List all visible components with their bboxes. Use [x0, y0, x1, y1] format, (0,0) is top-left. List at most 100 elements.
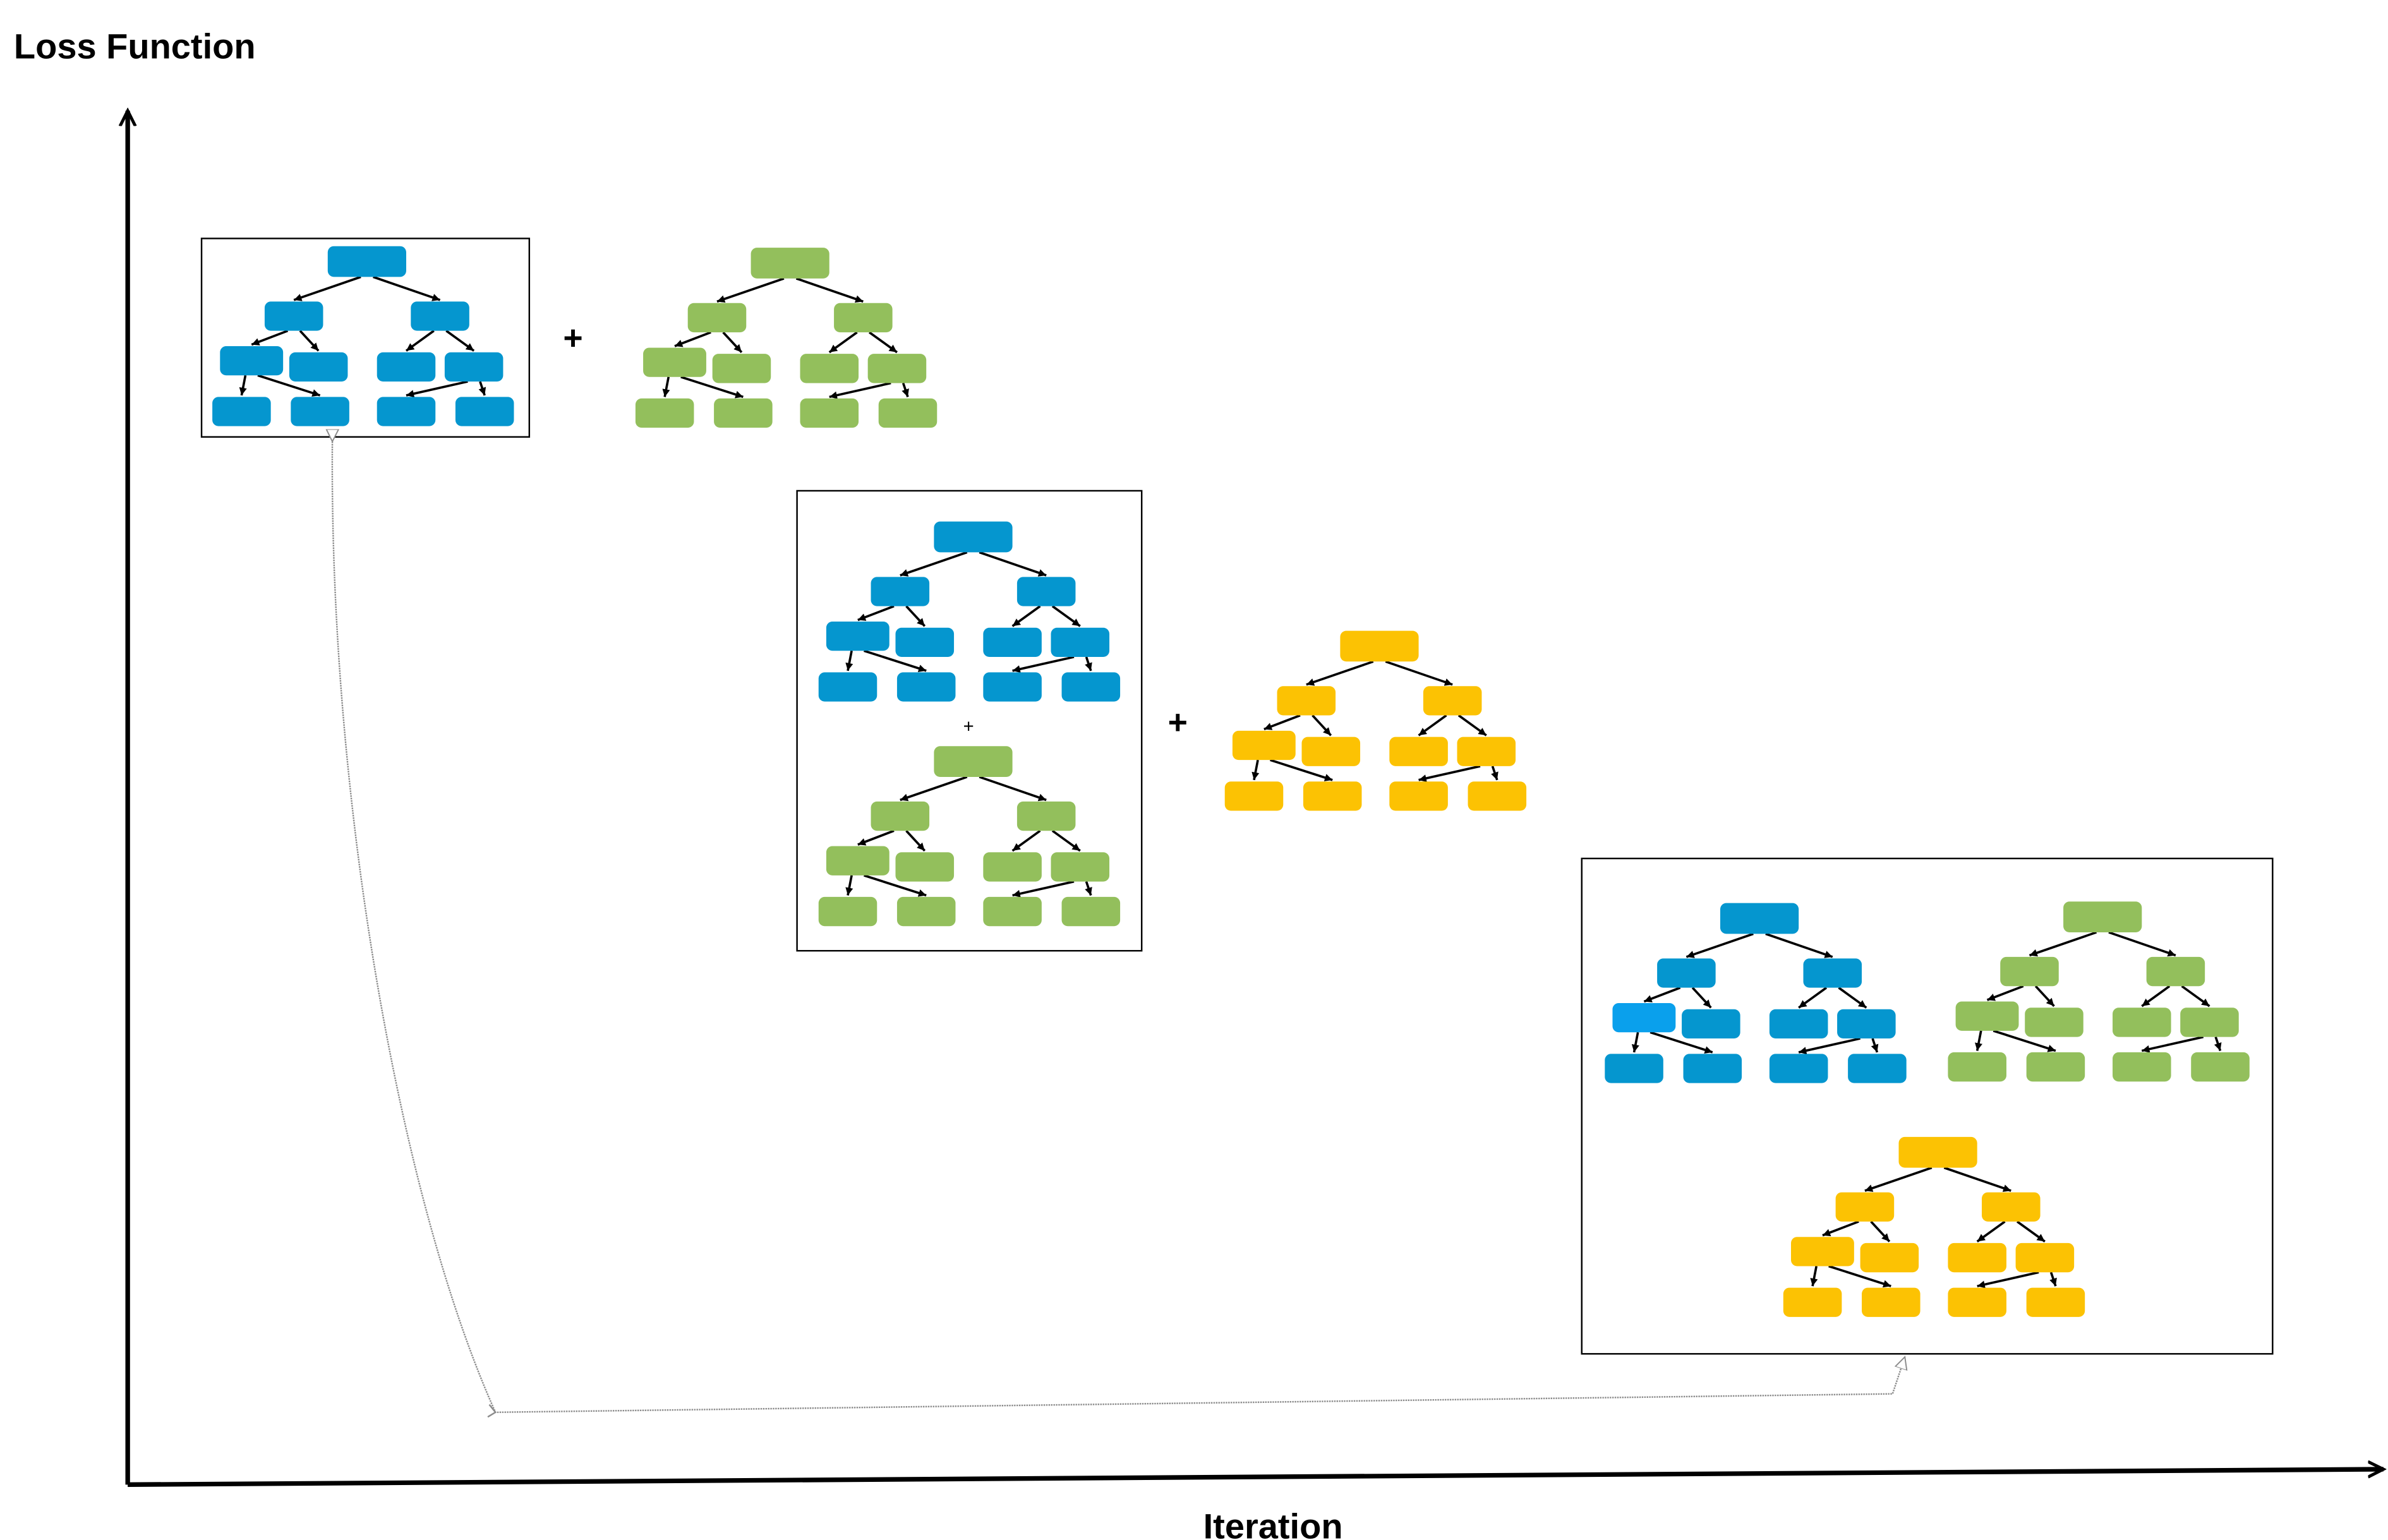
- tree-edge: [1691, 987, 1712, 1009]
- tree-node: [635, 398, 694, 428]
- tree-edge: [795, 277, 864, 303]
- tree-node: [2026, 1287, 2085, 1317]
- tree-3-next: [1224, 630, 1527, 811]
- tree-edge: [1822, 1220, 1859, 1237]
- tree-node: [2113, 1008, 2171, 1037]
- tree-edge: [257, 374, 321, 397]
- tree-edge: [1306, 660, 1374, 686]
- tree-2-next: [635, 248, 938, 428]
- tree-edge: [979, 551, 1047, 577]
- tree-root-node: [934, 746, 1013, 777]
- y-axis-label: Loss Function: [14, 27, 256, 66]
- tree-edge: [2108, 931, 2176, 957]
- tree-node: [714, 398, 773, 428]
- tree-node: [818, 672, 877, 702]
- tree-edge: [900, 776, 968, 802]
- tree-root-node: [751, 248, 829, 279]
- tree-edge: [680, 375, 744, 399]
- tree-edge: [1943, 1166, 2011, 1192]
- tree-root-node: [1340, 630, 1419, 662]
- tree-node: [983, 896, 1042, 927]
- tree-edge: [1838, 987, 1867, 1009]
- ensemble-frame-stage-3: [1581, 857, 2274, 1355]
- trees-layer: [212, 246, 2250, 1317]
- tree-edge: [1251, 759, 1260, 781]
- tree-node: [455, 397, 514, 426]
- tree-edge: [900, 551, 968, 577]
- tree-edge: [716, 277, 785, 303]
- tree-edge: [722, 331, 743, 353]
- tree-edge: [1685, 932, 1754, 958]
- tree-node: [826, 621, 889, 651]
- tree-edge: [1051, 829, 1081, 852]
- tree-node: [1955, 1001, 2019, 1031]
- tree-edge: [1012, 656, 1075, 673]
- tree-3-stage-3: [1783, 1136, 2085, 1317]
- tree-edge: [1085, 656, 1092, 671]
- tree-node: [220, 346, 284, 376]
- tree-edge: [1870, 1220, 1891, 1242]
- tree-node: [1948, 1052, 2006, 1082]
- tree-node: [2113, 1052, 2171, 1082]
- tree-1-stage-3: [1605, 903, 1907, 1083]
- tree-node: [212, 397, 271, 426]
- tree-edge: [1263, 714, 1301, 731]
- tree-edge: [405, 330, 435, 352]
- tree-edge: [828, 331, 858, 354]
- tree-node: [867, 354, 927, 383]
- tree-edge: [1270, 759, 1333, 781]
- tree-node: [1224, 781, 1284, 811]
- tree-edge: [1457, 714, 1487, 737]
- tree-node: [1769, 1009, 1828, 1039]
- tree-edge: [905, 829, 926, 852]
- tree-node: [1468, 781, 1527, 811]
- tree-edge: [1631, 1032, 1639, 1053]
- tree-edge: [2049, 1272, 2057, 1287]
- tree-edge: [1011, 829, 1041, 852]
- tree-edge: [251, 329, 289, 346]
- tree-edge: [979, 776, 1047, 802]
- tree-edge: [445, 330, 475, 352]
- tree-2-stage-3: [1948, 901, 2250, 1082]
- tree-edge: [2141, 1035, 2204, 1053]
- tree-edge: [1051, 605, 1081, 627]
- tree-edge: [2214, 1036, 2222, 1052]
- tree-node: [1051, 627, 1110, 657]
- tree-edge: [857, 605, 895, 622]
- tree-node: [826, 846, 889, 875]
- tree-edge: [857, 829, 895, 846]
- tree-edge: [905, 605, 926, 627]
- tree-edge: [1418, 765, 1481, 783]
- tree-edge: [829, 382, 891, 399]
- tree-node: [1016, 577, 1076, 606]
- tree-edge: [1011, 605, 1041, 627]
- tree-edge: [1864, 1166, 1933, 1192]
- tree-node: [1016, 801, 1076, 831]
- tree-root-node: [327, 246, 406, 277]
- tree-node: [1389, 781, 1448, 811]
- tree-node: [878, 398, 938, 428]
- tree-node: [1301, 737, 1361, 766]
- tree-node: [1657, 958, 1716, 988]
- plus-operator-2: +: [1168, 704, 1188, 742]
- tree-edge: [662, 376, 670, 397]
- tree-node: [377, 397, 436, 426]
- tree-node: [1061, 672, 1121, 702]
- tree-edge: [1012, 880, 1075, 898]
- tree-node: [1860, 1242, 1919, 1273]
- tree-node: [1051, 852, 1110, 882]
- x-axis-label: Iteration: [1203, 1507, 1343, 1540]
- tree-node: [687, 303, 747, 333]
- tree-edge: [1986, 985, 2024, 1001]
- tree-edge: [1798, 987, 1828, 1009]
- tree-node: [895, 627, 955, 657]
- tree-node: [2025, 1008, 2083, 1037]
- tree-edge: [1643, 986, 1681, 1003]
- tree-1-stage-1: [212, 246, 514, 426]
- tree-edge: [406, 380, 468, 398]
- tree-edge: [674, 331, 711, 347]
- tree-node: [712, 354, 771, 383]
- tree-node: [1423, 686, 1482, 716]
- tree-node: [2000, 956, 2059, 987]
- tree-node: [1835, 1192, 1895, 1222]
